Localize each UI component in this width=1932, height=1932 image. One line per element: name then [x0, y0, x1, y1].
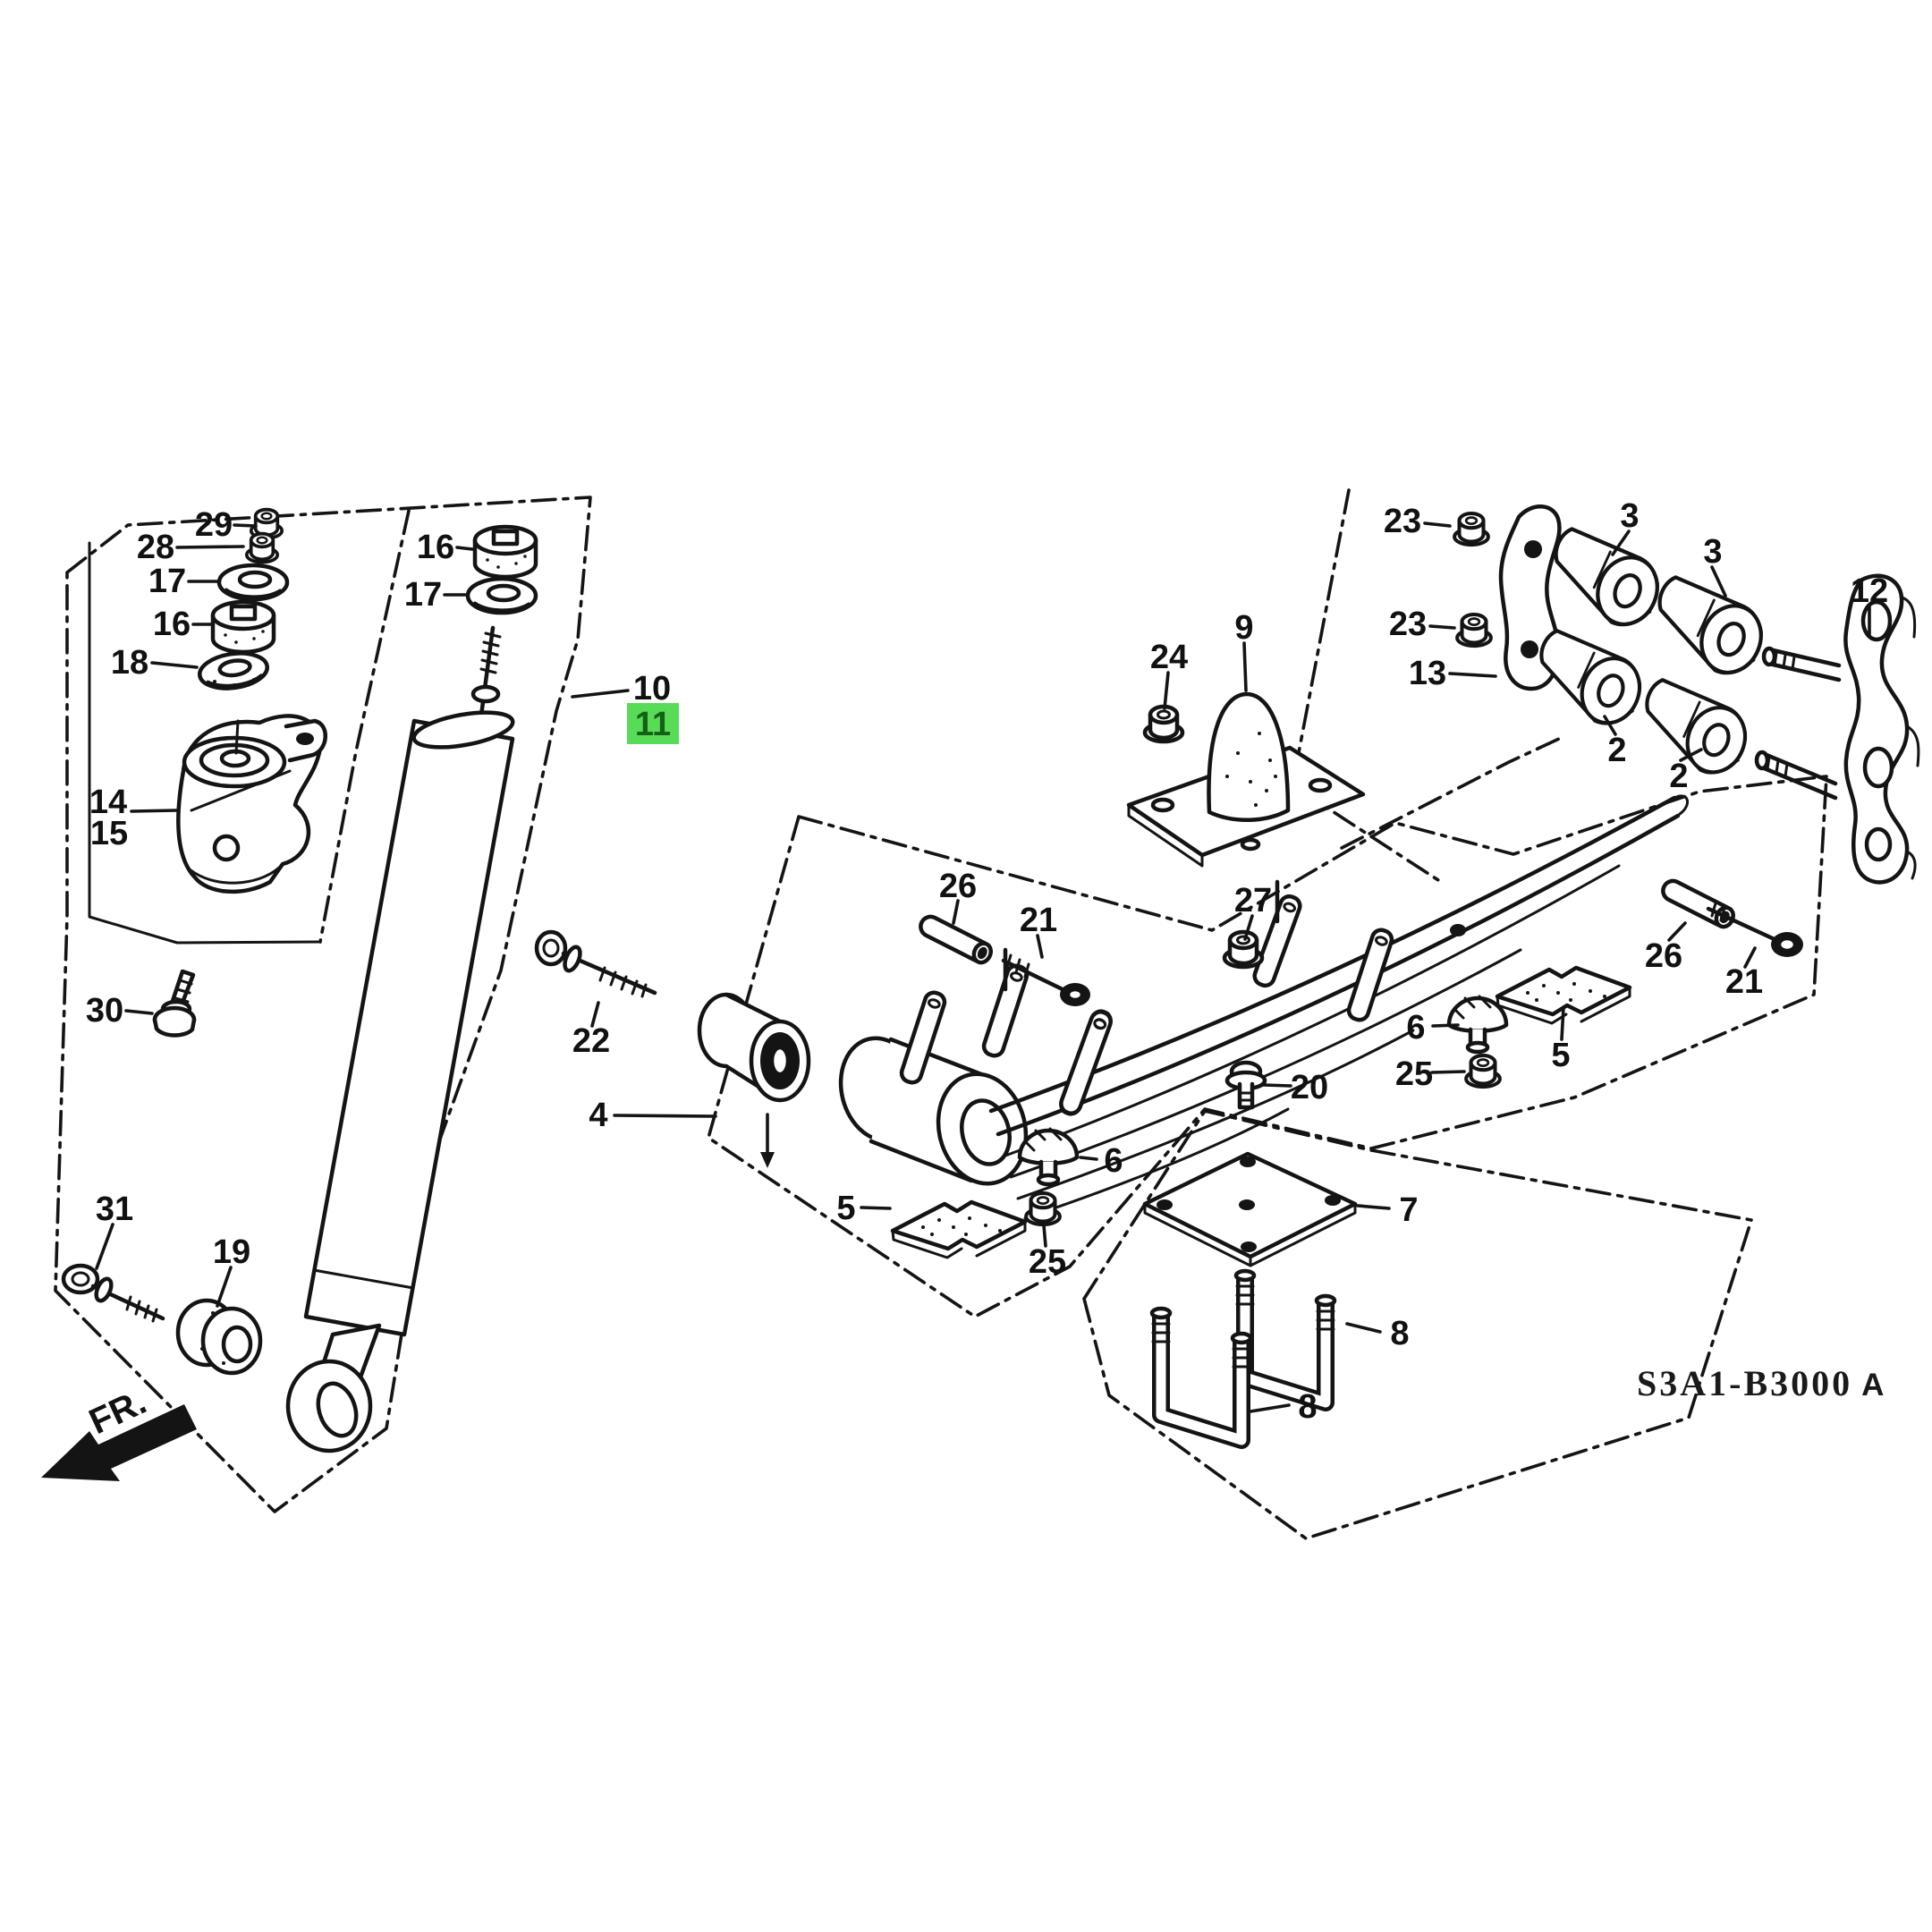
- part-callout-12-26[interactable]: 12: [1851, 572, 1888, 610]
- part-nut-25-right: [1466, 1055, 1500, 1087]
- part-callout-5-37[interactable]: 5: [1551, 1037, 1570, 1074]
- part-washer-18: [198, 649, 270, 692]
- boundary-shackle-left: [1291, 488, 1440, 882]
- part-bushing-16b: [475, 527, 536, 577]
- part-shackle-plate-12: [1754, 573, 1920, 885]
- group-boundaries: [54, 488, 1828, 1540]
- part-callout-21-19[interactable]: 21: [1020, 902, 1057, 939]
- part-callout-6-34[interactable]: 6: [1406, 1009, 1425, 1046]
- part-nut-23b: [1457, 614, 1491, 646]
- fr-arrow-icon: [41, 1404, 197, 1481]
- part-callout-26-29[interactable]: 26: [1645, 937, 1682, 975]
- part-callout-18-4[interactable]: 18: [111, 644, 148, 682]
- callout-layer: 2928171618161710111415302243119249262127…: [86, 497, 1888, 1426]
- part-callout-17-6[interactable]: 17: [404, 576, 442, 614]
- part-callout-29-0[interactable]: 29: [195, 506, 233, 544]
- part-callout-24-16[interactable]: 24: [1150, 639, 1188, 676]
- part-callout-3-24[interactable]: 3: [1620, 497, 1639, 535]
- part-bolt-21-right: [1706, 902, 1803, 957]
- part-bushing-3b: [1642, 574, 1772, 682]
- part-bolt-21-left: [1001, 953, 1090, 1006]
- part-pin-26-left: [918, 913, 995, 965]
- part-callout-16-5[interactable]: 16: [417, 529, 454, 566]
- part-cap-6-left: [1020, 1129, 1077, 1184]
- part-callout-23-22[interactable]: 23: [1389, 606, 1427, 643]
- part-callout-2-27[interactable]: 2: [1607, 732, 1626, 769]
- boundary-spring-group: [707, 775, 1828, 1318]
- part-callout-28-1[interactable]: 28: [137, 529, 174, 566]
- boundary-mount-box: [88, 541, 322, 945]
- part-bolt-20: [1224, 1060, 1267, 1110]
- part-bushing-19: [175, 1298, 263, 1376]
- part-u-bolt-8b: [1152, 1309, 1250, 1440]
- part-callout-22-12[interactable]: 22: [572, 1022, 610, 1060]
- part-callout-20-36[interactable]: 20: [1291, 1069, 1328, 1106]
- part-callout-19-15[interactable]: 19: [213, 1233, 250, 1271]
- part-bolt-22: [534, 929, 657, 998]
- part-callout-10-7[interactable]: 10: [633, 670, 671, 708]
- part-callout-5-32[interactable]: 5: [836, 1190, 855, 1227]
- part-nut-24: [1145, 707, 1182, 741]
- part-pad-5-left: [893, 1202, 1025, 1258]
- part-callout-11-8[interactable]: 11: [635, 706, 671, 743]
- boundary-shock-group: [54, 496, 592, 1513]
- part-callout-13-23[interactable]: 13: [1409, 655, 1446, 692]
- part-washer-17a: [219, 565, 287, 599]
- part-callout-17-2[interactable]: 17: [148, 563, 186, 600]
- part-callout-27-20[interactable]: 27: [1234, 882, 1272, 919]
- part-leaf-spring-assembly: [697, 794, 1689, 1220]
- part-callout-30-11[interactable]: 30: [86, 992, 123, 1030]
- leader-lines: [95, 521, 1871, 1413]
- part-plate-7: [1142, 1151, 1358, 1267]
- callout-highlight: [627, 703, 679, 744]
- part-callout-16-3[interactable]: 16: [153, 606, 191, 643]
- part-callout-9-17[interactable]: 9: [1234, 609, 1253, 647]
- part-callout-23-21[interactable]: 23: [1384, 503, 1421, 540]
- part-callout-26-18[interactable]: 26: [939, 868, 977, 905]
- part-callout-21-30[interactable]: 21: [1725, 963, 1763, 1001]
- part-nut-28: [244, 531, 280, 564]
- part-callout-8-40[interactable]: 8: [1298, 1388, 1317, 1426]
- part-bolt-31: [61, 1263, 165, 1323]
- part-bushing-2b: [1630, 677, 1755, 782]
- boundary-plate-group: [1082, 1109, 1753, 1540]
- part-shock-absorber: [285, 625, 515, 1453]
- part-washer-17b: [468, 579, 536, 613]
- part-callout-25-33[interactable]: 25: [1029, 1243, 1066, 1281]
- part-bushing-16a: [213, 602, 274, 652]
- part-nut-25-left: [1026, 1193, 1060, 1224]
- part-callout-3-25[interactable]: 3: [1703, 533, 1722, 571]
- part-callout-8-39[interactable]: 8: [1390, 1315, 1409, 1352]
- part-callout-2-28[interactable]: 2: [1669, 758, 1688, 795]
- part-callout-15-10[interactable]: 15: [90, 815, 128, 852]
- part-pin-26-right: [1660, 877, 1737, 929]
- part-callout-6-31[interactable]: 6: [1104, 1142, 1123, 1180]
- boundary-shackle-cross: [1340, 736, 1563, 850]
- part-nut-27: [1224, 932, 1262, 967]
- part-callout-25-35[interactable]: 25: [1395, 1055, 1433, 1093]
- fr-arrow: FR.: [41, 1382, 197, 1481]
- part-bump-stop-9: [1126, 691, 1366, 868]
- part-mount-bracket-14-15: [176, 714, 327, 894]
- part-bushing-3a: [1538, 526, 1668, 633]
- part-callout-31-14[interactable]: 31: [96, 1191, 133, 1228]
- part-bolt-30: [152, 969, 197, 1038]
- part-callout-4-13[interactable]: 4: [589, 1097, 607, 1134]
- part-callout-14-9[interactable]: 14: [89, 784, 127, 821]
- part-nut-23a: [1454, 513, 1488, 545]
- part-callout-7-38[interactable]: 7: [1399, 1191, 1418, 1229]
